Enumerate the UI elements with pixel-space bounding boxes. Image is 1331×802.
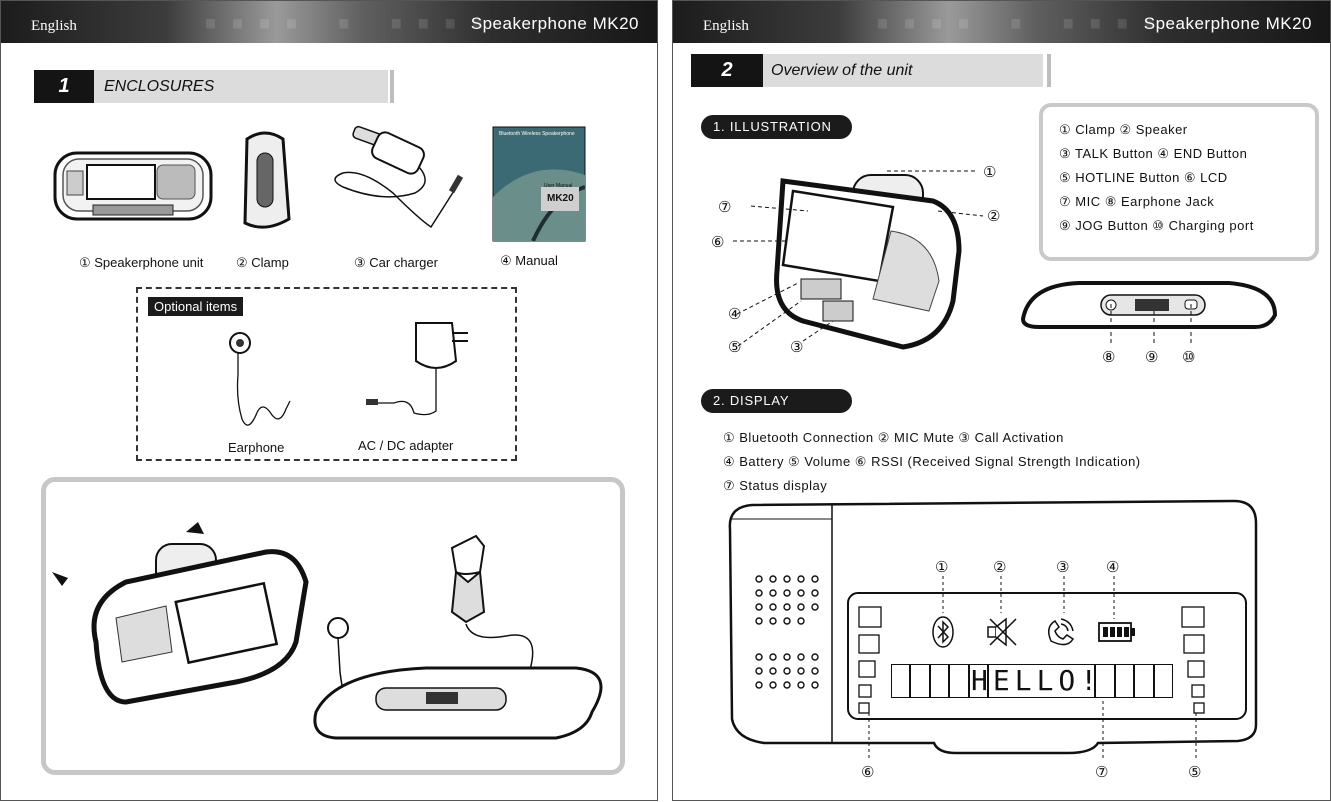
- item-caption: ④ Manual: [500, 253, 558, 268]
- rssi-bars: [858, 606, 882, 714]
- callout-number: ⑩: [1182, 349, 1196, 366]
- ac-adapter-image: [366, 322, 468, 416]
- callout-number: ⑧: [1102, 349, 1116, 366]
- installation-illustration-box: [41, 477, 625, 775]
- item-caption: ② Clamp: [236, 255, 289, 270]
- clamp-image: [243, 131, 291, 229]
- parts-legend-box: ① Clamp ② Speaker ③ TALK Button ④ END Bu…: [1039, 103, 1319, 261]
- side-view-leader-lines: [1110, 304, 1192, 346]
- legend-row: ③ TALK Button ④ END Button: [1059, 146, 1248, 161]
- callout-number: ⑦: [1095, 764, 1109, 781]
- callout-number: ②: [987, 208, 1001, 225]
- callout-number: ⑨: [1145, 349, 1159, 366]
- section-heading: 1 ENCLOSURES: [34, 70, 388, 103]
- callout-number: ⑦: [718, 199, 732, 216]
- callout-number: ④: [728, 306, 742, 323]
- section-cap: [1047, 54, 1051, 87]
- display-legend-line: ① Bluetooth Connection ② MIC Mute ③ Call…: [723, 430, 1064, 445]
- section-number: 1: [34, 70, 94, 103]
- call-activation-icon: [1048, 618, 1075, 646]
- callout-number: ③: [790, 339, 804, 356]
- display-legend-line: ⑦ Status display: [723, 478, 828, 493]
- car-charger-image: [334, 125, 464, 229]
- manual-image: [492, 126, 586, 242]
- section-number: 2: [691, 54, 763, 87]
- speakerphone-illustration: [774, 174, 962, 350]
- mic-mute-icon: [987, 617, 1017, 647]
- manual-label: User Manual: [544, 183, 573, 189]
- callout-number: ①: [983, 164, 997, 181]
- volume-bars: [1181, 606, 1205, 714]
- callout-number: ④: [1106, 559, 1120, 576]
- legend-row: ⑤ HOTLINE Button ⑥ LCD: [1059, 170, 1228, 185]
- display-legend-line: ④ Battery ⑤ Volume ⑥ RSSI (Received Sign…: [723, 454, 1141, 469]
- callout-number: ⑤: [1188, 764, 1202, 781]
- optional-items-box: Optional items Earphone AC / DC adapter: [136, 287, 517, 461]
- callout-number: ①: [935, 559, 949, 576]
- callout-number: ⑤: [728, 339, 742, 356]
- legend-row: ⑨ JOG Button ⑩ Charging port: [1059, 218, 1254, 233]
- callout-number: ②: [993, 559, 1007, 576]
- page-header: ···· · ···· English Speakerphone MK20: [1, 1, 657, 43]
- callout-number: ⑥: [861, 764, 875, 781]
- header-title: Speakerphone MK20: [1143, 14, 1312, 33]
- section-cap: [390, 70, 394, 103]
- section-heading: 2 Overview of the unit: [691, 54, 1043, 87]
- callout-number: ③: [1056, 559, 1070, 576]
- page-header: ···· · ···· English Speakerphone MK20: [673, 1, 1330, 43]
- language-label: English: [703, 18, 749, 34]
- manual-brand: Bluetooth Wireless Speakerphone: [499, 131, 575, 137]
- header-title: Speakerphone MK20: [470, 14, 639, 33]
- language-label: English: [31, 18, 77, 34]
- mic-holes: [755, 575, 819, 689]
- item-caption: ③ Car charger: [354, 255, 438, 270]
- lcd-status-text: HELLO!: [971, 664, 1103, 697]
- section-title: ENCLOSURES: [104, 78, 215, 95]
- speakerphone-side-view: [1020, 281, 1278, 329]
- section-title: Overview of the unit: [771, 62, 913, 79]
- right-page: ···· · ···· English Speakerphone MK20 2 …: [672, 0, 1331, 801]
- item-caption: ① Speakerphone unit: [79, 255, 204, 270]
- display-pill: 2. DISPLAY: [701, 389, 852, 413]
- bluetooth-icon: [932, 616, 954, 648]
- legend-row: ① Clamp ② Speaker: [1059, 122, 1188, 137]
- speakerphone-unit-image: [53, 151, 213, 221]
- callout-number: ⑥: [711, 234, 725, 251]
- manual-model: MK20: [547, 193, 574, 204]
- adapter-caption: AC / DC adapter: [358, 438, 454, 453]
- illustration-pill: 1. ILLUSTRATION: [701, 115, 852, 139]
- display-leader-lines: [868, 576, 1197, 761]
- speakerphone-with-clamp-image: [52, 522, 309, 705]
- page-gutter: [658, 0, 672, 801]
- header-decoration: ···· · ····: [873, 1, 1167, 43]
- header-decoration: ···· · ····: [201, 1, 495, 43]
- lcd-segment-row: [891, 664, 1174, 698]
- earphone-image: [229, 332, 291, 426]
- optional-items-label: Optional items: [148, 297, 244, 316]
- illustration-leader-lines: [733, 170, 984, 347]
- earphone-caption: Earphone: [228, 440, 285, 455]
- left-page: ···· · ···· English Speakerphone MK20 1 …: [0, 0, 658, 801]
- battery-icon: [1098, 622, 1135, 642]
- legend-row: ⑦ MIC ⑧ Earphone Jack: [1059, 194, 1215, 209]
- speakerphone-connections-image: [313, 534, 603, 740]
